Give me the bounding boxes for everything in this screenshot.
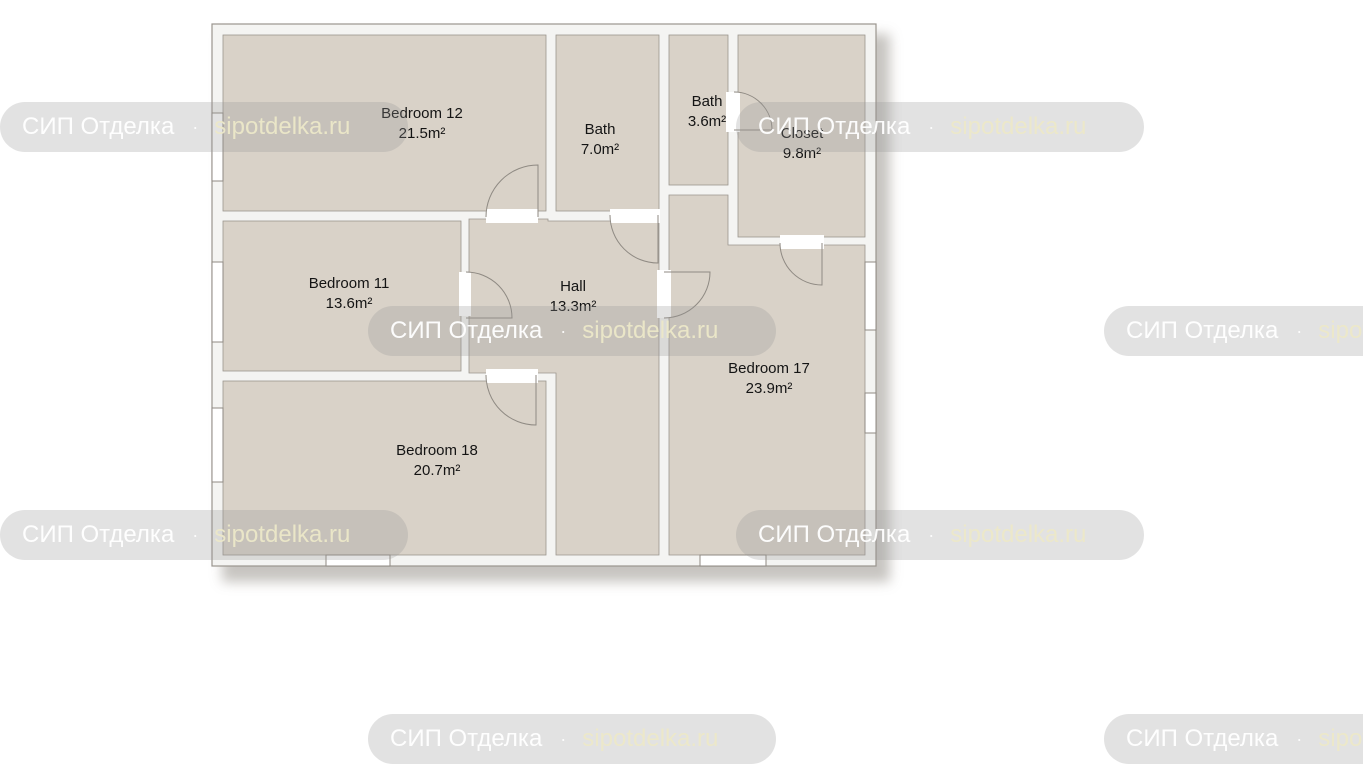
watermark-site: sipotdelka.ru bbox=[582, 317, 719, 344]
watermark-site: sipotdelka.ru bbox=[214, 113, 351, 140]
watermark-separator: · bbox=[560, 320, 567, 341]
watermark-separator: · bbox=[1296, 728, 1303, 749]
watermark: СИП Отделка · sipotdelka.ru bbox=[368, 714, 776, 764]
watermark: СИП Отделка · sipotdelka.ru bbox=[0, 510, 408, 560]
windows bbox=[211, 112, 877, 567]
watermark-brand: СИП Отделка bbox=[22, 521, 175, 548]
watermark-separator: · bbox=[1296, 320, 1303, 341]
watermark-separator: · bbox=[928, 116, 935, 137]
watermark-separator: · bbox=[560, 728, 567, 749]
room-floor-bath-large bbox=[555, 34, 660, 212]
watermark-site: sipotdelka.ru bbox=[1318, 317, 1363, 344]
watermark-site: sipotdelka.ru bbox=[950, 521, 1087, 548]
watermark-separator: · bbox=[928, 524, 935, 545]
watermark-brand: СИП Отделка bbox=[22, 113, 175, 140]
watermark-site: sipotdelka.ru bbox=[1318, 725, 1363, 752]
watermark-site: sipotdelka.ru bbox=[950, 113, 1087, 140]
watermark-site: sipotdelka.ru bbox=[214, 521, 351, 548]
room-floor-bedroom-18 bbox=[222, 380, 547, 556]
watermark-brand: СИП Отделка bbox=[390, 317, 543, 344]
watermark-site: sipotdelka.ru bbox=[582, 725, 719, 752]
watermark-brand: СИП Отделка bbox=[1126, 317, 1279, 344]
watermark-brand: СИП Отделка bbox=[758, 113, 911, 140]
room-floor-bath-small bbox=[668, 34, 729, 186]
watermark: СИП Отделка · sipotdelka.ru bbox=[1104, 714, 1363, 764]
watermark-separator: · bbox=[192, 116, 199, 137]
room-floor-bedroom-12 bbox=[222, 34, 547, 212]
watermark: СИП Отделка · sipotdelka.ru bbox=[736, 510, 1144, 560]
watermark-brand: СИП Отделка bbox=[390, 725, 543, 752]
watermark-brand: СИП Отделка bbox=[758, 521, 911, 548]
watermark: СИП Отделка · sipotdelka.ru bbox=[1104, 306, 1363, 356]
watermark: СИП Отделка · sipotdelka.ru bbox=[0, 102, 408, 152]
watermark: СИП Отделка · sipotdelka.ru bbox=[736, 102, 1144, 152]
watermark: СИП Отделка · sipotdelka.ru bbox=[368, 306, 776, 356]
room-floor-bedroom-11 bbox=[222, 220, 462, 372]
watermark-separator: · bbox=[192, 524, 199, 545]
watermark-brand: СИП Отделка bbox=[1126, 725, 1279, 752]
doors bbox=[459, 91, 824, 426]
room-floor-bedroom-17 bbox=[668, 194, 866, 556]
